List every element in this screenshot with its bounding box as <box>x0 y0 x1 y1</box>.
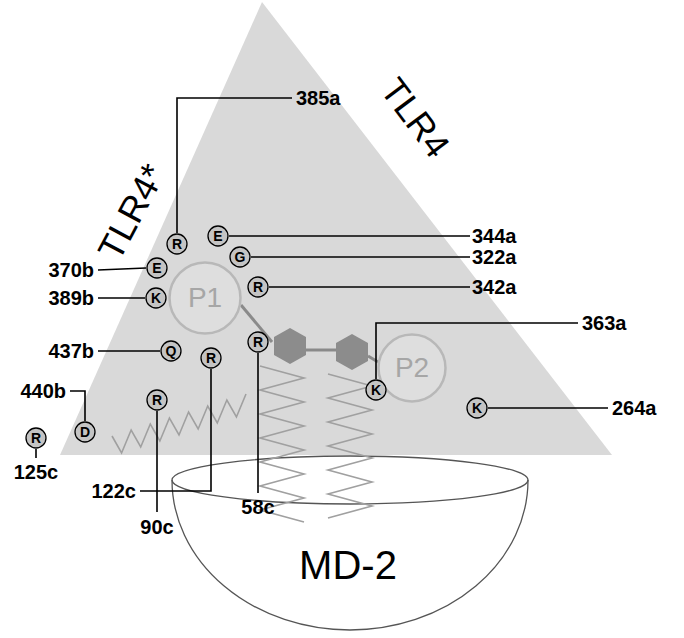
callout-number: 363a <box>582 313 627 333</box>
residue-circle: K <box>365 379 387 401</box>
residue-circle: Q <box>160 340 182 362</box>
residue-circle: R <box>166 233 188 255</box>
callout-number: 125c <box>14 462 59 482</box>
pocket-circle: P2 <box>377 333 447 403</box>
pocket-name: P2 <box>395 354 429 382</box>
spring-chains <box>112 366 372 522</box>
chain-name: TLR4 <box>374 72 456 164</box>
residue-circle: R <box>247 331 269 353</box>
residue-letter: R <box>253 335 263 349</box>
residue-letter: E <box>213 229 222 243</box>
residue-letter: R <box>253 280 263 294</box>
md2-bowl: MD-2 <box>170 455 530 635</box>
callout-number: 122c <box>92 481 137 501</box>
pocket-name: P1 <box>188 284 222 312</box>
residue-circle: G <box>229 246 251 268</box>
callout-number: 437b <box>48 341 94 361</box>
residue-letter: R <box>172 237 182 251</box>
residue-circle: R <box>146 389 168 411</box>
residue-circle: R <box>247 276 269 298</box>
residue-circle: R <box>25 427 47 449</box>
residue-circle: E <box>207 225 229 247</box>
residue-circle: K <box>145 287 167 309</box>
residue-letter: R <box>152 393 162 407</box>
callout-number: 342a <box>472 277 517 297</box>
residue-circle: R <box>200 347 222 369</box>
residue-letter: E <box>152 261 161 275</box>
callout-number: 385a <box>296 88 341 108</box>
callout-number: 90c <box>140 517 173 537</box>
residue-letter: G <box>235 250 246 264</box>
residue-letter: D <box>80 425 90 439</box>
callout-number: 264a <box>612 398 657 418</box>
residue-letter: K <box>151 291 161 305</box>
residue-circle: D <box>74 421 96 443</box>
hexagon <box>336 334 368 370</box>
residue-letter: Q <box>166 344 177 358</box>
residue-letter: K <box>371 383 381 397</box>
callout-number: 58c <box>241 497 274 517</box>
callout-number: 322a <box>472 247 517 267</box>
leader-lines <box>36 98 608 512</box>
residue-letter: R <box>31 431 41 445</box>
callout-number: 370b <box>48 260 94 280</box>
residue-circle: K <box>466 397 488 419</box>
callout-number: 389b <box>48 288 94 308</box>
callout-number: 344a <box>472 226 517 246</box>
triangle-shape <box>60 2 612 455</box>
callout-number: 440b <box>20 381 66 401</box>
residue-circle: E <box>146 257 168 279</box>
residue-letter: K <box>472 401 482 415</box>
residue-letter: R <box>206 351 216 365</box>
protein-name: MD-2 <box>299 545 397 585</box>
pocket-circle: P1 <box>168 261 242 335</box>
hexagon <box>274 328 306 364</box>
